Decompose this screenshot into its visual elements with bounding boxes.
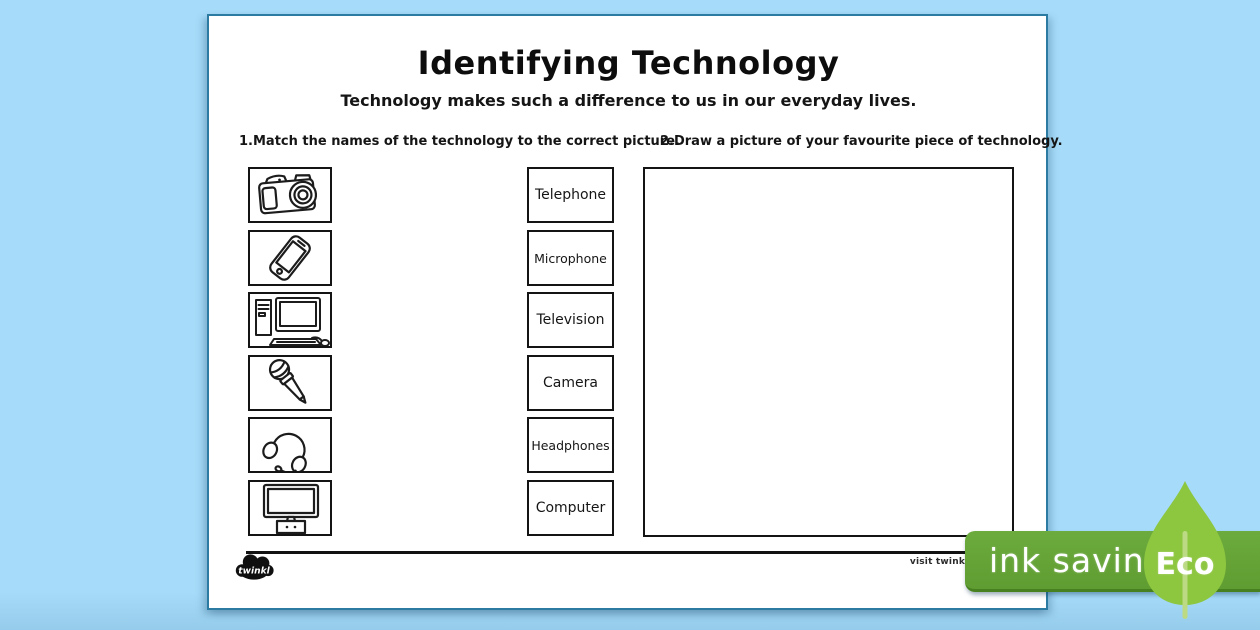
picture-box-microphone: [248, 355, 332, 411]
label-camera: Camera: [543, 375, 598, 391]
label-box-television: Television: [527, 292, 614, 348]
microphone-icon: [250, 357, 330, 409]
label-box-computer: Computer: [527, 480, 614, 536]
twinkl-logo: twinkl: [235, 554, 274, 580]
picture-box-television: [248, 480, 332, 536]
eco-leaf-icon: [1144, 481, 1226, 619]
label-box-telephone: Telephone: [527, 167, 614, 223]
desktop-computer-icon: [250, 294, 330, 346]
label-microphone: Microphone: [534, 250, 607, 266]
picture-box-smartphone: [248, 230, 332, 286]
task-1-instruction: 1.Match the names of the technology to t…: [239, 134, 680, 149]
television-icon: [250, 482, 330, 534]
footer-divider: [246, 551, 1014, 554]
picture-box-computer: [248, 292, 332, 348]
ink-saving-label: ink saving: [989, 540, 1167, 580]
label-computer: Computer: [535, 500, 606, 516]
label-headphones: Headphones: [531, 437, 610, 453]
label-box-microphone: Microphone: [527, 230, 614, 286]
page-title: Identifying Technology: [417, 44, 840, 82]
eco-label: Eco: [1155, 547, 1215, 582]
picture-box-camera: [248, 167, 332, 223]
drawing-area: [643, 167, 1014, 537]
twinkl-logo-text: twinkl: [238, 566, 270, 576]
camera-icon: [250, 169, 330, 221]
smartphone-icon: [250, 232, 330, 284]
label-telephone: Telephone: [534, 187, 607, 203]
headphones-icon: [250, 419, 330, 471]
label-box-headphones: Headphones: [527, 417, 614, 473]
task-2-instruction: 2.Draw a picture of your favourite piece…: [660, 134, 1063, 149]
visit-twinkl-text: visit twink: [909, 557, 965, 567]
picture-box-headphones: [248, 417, 332, 473]
label-box-camera: Camera: [527, 355, 614, 411]
page-subtitle: Technology makes such a difference to us…: [340, 91, 917, 110]
label-television: Television: [536, 312, 605, 328]
